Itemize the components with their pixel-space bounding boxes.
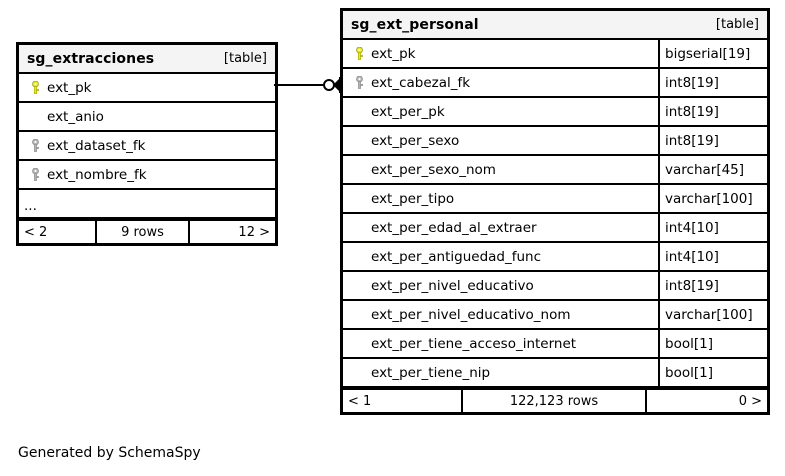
column-name-cell: ext_per_nivel_educativo xyxy=(343,272,658,299)
relationship-connector xyxy=(274,72,344,112)
column-row[interactable]: ext_pk bigserial[19] xyxy=(343,40,767,69)
column-name-cell: ext_per_tiene_nip xyxy=(343,359,658,386)
column-name-cell: ext_pk xyxy=(343,40,658,67)
column-label: ext_pk xyxy=(47,79,92,96)
column-label: ext_nombre_fk xyxy=(47,166,147,183)
column-row[interactable]: ext_anio xyxy=(19,103,275,132)
column-label: ext_per_sexo_nom xyxy=(371,161,496,178)
entity-table-sg-extracciones[interactable]: sg_extracciones [table] ext_pk ext_anio xyxy=(16,42,278,246)
primary-key-icon xyxy=(25,81,45,94)
column-row[interactable]: ext_per_sexo_nom varchar[45] xyxy=(343,156,767,185)
column-label: ext_per_pk xyxy=(371,103,445,120)
column-name-cell: ext_per_sexo xyxy=(343,127,658,154)
column-label: ext_anio xyxy=(47,108,104,125)
entity-title: sg_extracciones xyxy=(27,50,155,67)
generated-by-caption: Generated by SchemaSpy xyxy=(18,445,201,461)
column-row[interactable]: ext_dataset_fk xyxy=(19,132,275,161)
column-type-cell: varchar[45] xyxy=(658,156,767,183)
prev-page-button[interactable]: < 1 xyxy=(348,393,372,409)
column-row[interactable]: ext_per_tipo varchar[100] xyxy=(343,185,767,214)
column-label: ext_per_tiene_acceso_internet xyxy=(371,335,577,352)
column-name-cell: ext_per_edad_al_extraer xyxy=(343,214,658,241)
column-row[interactable]: ext_pk xyxy=(19,74,275,103)
column-type-cell: int8[19] xyxy=(658,127,767,154)
column-row[interactable]: ext_per_edad_al_extraer int4[10] xyxy=(343,214,767,243)
row-count-label: 122,123 rows xyxy=(461,390,647,412)
entity-footer: < 1 122,123 rows 0 > xyxy=(343,388,767,412)
column-row[interactable]: ext_cabezal_fk int8[19] xyxy=(343,69,767,98)
column-name-cell: ext_per_sexo_nom xyxy=(343,156,658,183)
column-row[interactable]: ext_per_tiene_nip bool[1] xyxy=(343,359,767,388)
row-count-label: 9 rows xyxy=(95,221,190,243)
column-label: ext_per_tipo xyxy=(371,190,455,207)
column-type-cell: int4[10] xyxy=(658,243,767,270)
primary-key-icon xyxy=(349,47,369,60)
column-row[interactable]: ext_per_nivel_educativo int8[19] xyxy=(343,272,767,301)
foreign-key-icon xyxy=(349,76,369,89)
column-name-cell: ext_dataset_fk xyxy=(19,132,275,159)
column-label: ext_per_nivel_educativo xyxy=(371,277,534,294)
column-row[interactable]: ext_per_sexo int8[19] xyxy=(343,127,767,156)
column-name-cell: ext_per_tipo xyxy=(343,185,658,212)
column-row[interactable]: ext_per_nivel_educativo_nom varchar[100] xyxy=(343,301,767,330)
column-type-cell: bool[1] xyxy=(658,359,767,386)
column-label: ext_per_antiguedad_func xyxy=(371,248,542,265)
column-name-cell: ext_pk xyxy=(19,74,275,101)
column-row[interactable]: ext_per_pk int8[19] xyxy=(343,98,767,127)
column-type-cell: varchar[100] xyxy=(658,301,767,328)
ellipsis-cell: ... xyxy=(19,190,275,217)
next-page-button[interactable]: 12 > xyxy=(238,224,270,240)
entity-header: sg_extracciones [table] xyxy=(19,45,275,74)
entity-title: sg_ext_personal xyxy=(351,16,479,33)
entity-footer: < 2 9 rows 12 > xyxy=(19,219,275,243)
column-label: ext_per_nivel_educativo_nom xyxy=(371,306,571,323)
column-type-cell: bool[1] xyxy=(658,330,767,357)
column-label: ext_per_sexo xyxy=(371,132,460,149)
column-name-cell: ext_nombre_fk xyxy=(19,161,275,188)
column-label: ext_pk xyxy=(371,45,416,62)
entity-type-tag: [table] xyxy=(223,51,267,66)
entity-table-sg-ext-personal[interactable]: sg_ext_personal [table] ext_pk bigserial… xyxy=(340,8,770,415)
column-row[interactable]: ext_per_antiguedad_func int4[10] xyxy=(343,243,767,272)
column-type-cell: int8[19] xyxy=(658,69,767,96)
column-row[interactable]: ext_per_tiene_acceso_internet bool[1] xyxy=(343,330,767,359)
foreign-key-icon xyxy=(25,139,45,152)
entity-header: sg_ext_personal [table] xyxy=(343,11,767,40)
more-columns-row[interactable]: ... xyxy=(19,190,275,219)
column-row[interactable]: ext_nombre_fk xyxy=(19,161,275,190)
next-page-button[interactable]: 0 > xyxy=(738,393,762,409)
column-type-cell: varchar[100] xyxy=(658,185,767,212)
column-type-cell: int8[19] xyxy=(658,98,767,125)
ellipsis-label: ... xyxy=(24,198,37,214)
column-name-cell: ext_per_antiguedad_func xyxy=(343,243,658,270)
column-type-cell: bigserial[19] xyxy=(658,40,767,67)
column-name-cell: ext_per_tiene_acceso_internet xyxy=(343,330,658,357)
prev-page-button[interactable]: < 2 xyxy=(24,224,48,240)
column-name-cell: ext_per_nivel_educativo_nom xyxy=(343,301,658,328)
column-label: ext_per_edad_al_extraer xyxy=(371,219,537,236)
entity-type-tag: [table] xyxy=(715,17,759,32)
column-name-cell: ext_cabezal_fk xyxy=(343,69,658,96)
column-type-cell: int8[19] xyxy=(658,272,767,299)
column-label: ext_per_tiene_nip xyxy=(371,364,491,381)
foreign-key-icon xyxy=(25,168,45,181)
column-name-cell: ext_anio xyxy=(19,103,275,130)
column-type-cell: int4[10] xyxy=(658,214,767,241)
column-name-cell: ext_per_pk xyxy=(343,98,658,125)
column-label: ext_cabezal_fk xyxy=(371,74,471,91)
column-label: ext_dataset_fk xyxy=(47,137,146,154)
